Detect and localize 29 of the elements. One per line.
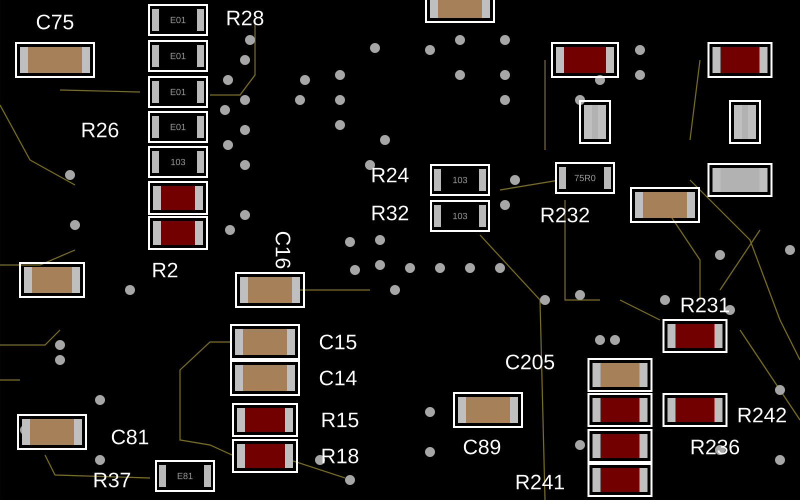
- designator-label: R32: [372, 206, 408, 220]
- designator-label: R28: [228, 10, 264, 26]
- designator-label: R37: [94, 472, 130, 488]
- designator-label: R232: [542, 208, 589, 222]
- resistor: E01: [148, 111, 208, 143]
- resistor: E01: [148, 76, 208, 108]
- designator-label: C15: [320, 334, 356, 350]
- designator-label: R231: [682, 298, 729, 312]
- designator-label: R2: [153, 262, 178, 278]
- designator-label: R26: [82, 122, 118, 138]
- designator-label: C81: [112, 430, 148, 444]
- resistor: 103: [148, 146, 208, 178]
- resistor: 75R0: [555, 162, 615, 194]
- designator-label: C14: [320, 370, 357, 386]
- resistor: E01: [148, 4, 208, 36]
- designator-label: R18: [322, 448, 358, 464]
- designator-label: C205: [506, 354, 554, 370]
- resistor: 103: [430, 200, 490, 232]
- resistor: E01: [148, 40, 208, 72]
- designator-label: C89: [464, 440, 500, 454]
- designator-label: R24: [372, 168, 409, 182]
- designator-label: C75: [36, 14, 74, 30]
- designator-label: R15: [322, 412, 358, 428]
- resistor: E81: [155, 460, 215, 492]
- designator-label: C16: [276, 232, 290, 268]
- resistor: 103: [430, 164, 490, 196]
- designator-label: R241: [516, 474, 564, 490]
- designator-label: R236: [692, 440, 740, 454]
- designator-label: R242: [738, 408, 786, 422]
